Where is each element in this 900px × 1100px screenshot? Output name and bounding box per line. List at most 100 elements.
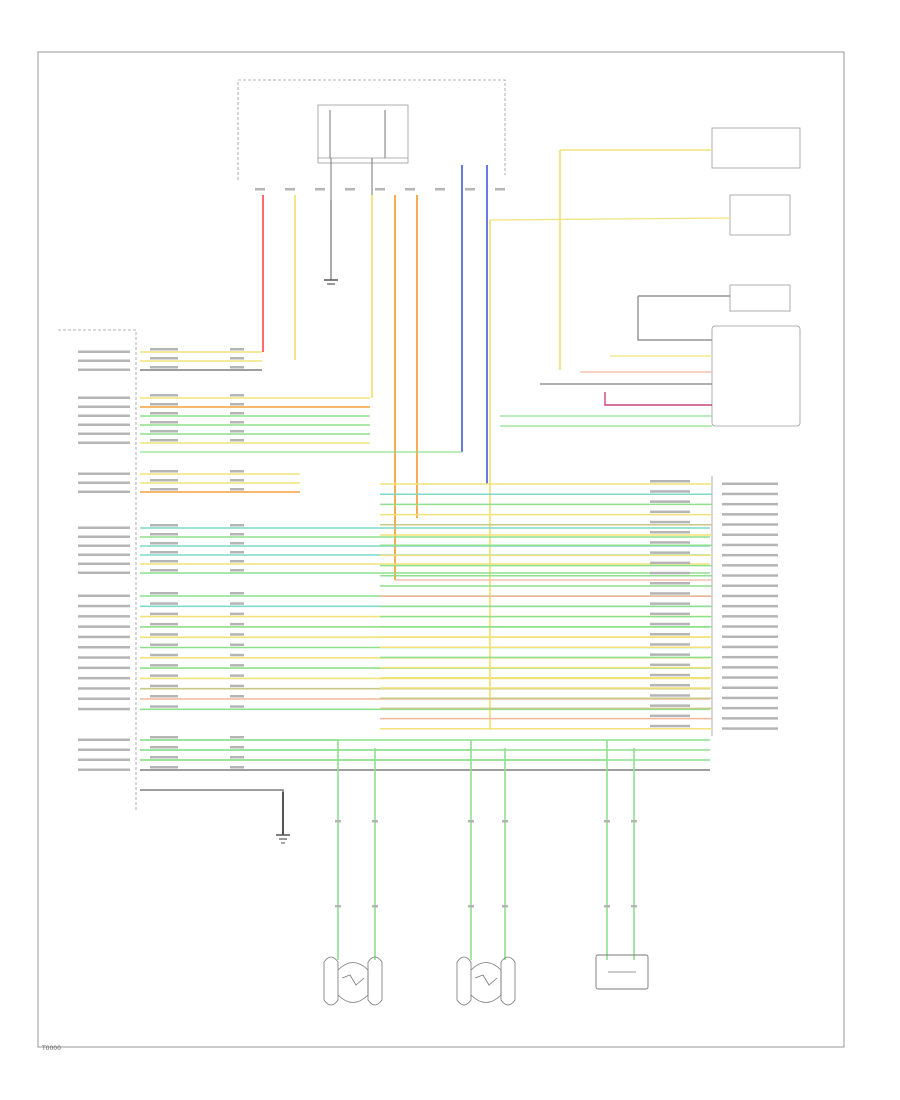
left-circuit-label-1 — [150, 357, 178, 360]
right-pin-label-5 — [722, 533, 778, 536]
bottom-label-b-0-0 — [335, 905, 341, 908]
left-color-label-2 — [230, 366, 244, 369]
bottom-label-a-1-1 — [502, 820, 508, 823]
right-pin-label-19 — [722, 676, 778, 679]
right-pin-label-9 — [722, 574, 778, 577]
left-circuit-label-12 — [150, 524, 178, 527]
right-pin-label-13 — [722, 615, 778, 618]
relay-connector-box — [711, 127, 801, 169]
right-pin-label-4 — [722, 523, 778, 526]
switch-connector-box — [729, 284, 791, 312]
right-circuit-label-19 — [650, 673, 690, 677]
bottom-wire-bundle — [140, 739, 637, 960]
left-circuit-label-27 — [150, 684, 178, 688]
left-pin-label-28 — [78, 697, 130, 700]
top-pin-label-7 — [465, 188, 475, 191]
shifter-assembly-box — [711, 325, 801, 427]
right-circuit-label-12 — [650, 602, 690, 605]
left-circuit-label-9 — [150, 470, 178, 473]
left-color-label-1 — [230, 357, 244, 360]
left-circuit-label-31 — [150, 746, 178, 749]
right-circuit-label-14 — [650, 622, 690, 626]
top-pin-label-0 — [255, 188, 265, 191]
right-circuit-label-0 — [650, 480, 690, 483]
right-circuit-label-24 — [650, 724, 690, 728]
right-circuit-label-17 — [650, 653, 690, 656]
left-color-label-10 — [230, 479, 244, 482]
ground-wire — [140, 789, 284, 795]
ground-symbol-top — [324, 200, 338, 285]
right-pin-label-17 — [722, 655, 778, 659]
left-circuit-label-18 — [150, 592, 178, 595]
vertical-wires — [140, 110, 731, 730]
right-circuit-label-5 — [650, 531, 690, 534]
left-color-label-5 — [230, 412, 244, 415]
left-color-label-32 — [230, 756, 244, 759]
left-circuit-label-15 — [150, 551, 178, 554]
left-pin-label-16 — [78, 562, 130, 565]
left-color-label-25 — [230, 664, 244, 667]
top-pin-label-4 — [375, 188, 385, 191]
left-circuit-label-21 — [150, 622, 178, 626]
left-pin-label-11 — [78, 490, 130, 493]
right-pin-label-1 — [722, 492, 778, 496]
left-pin-label-7 — [78, 432, 130, 435]
right-pin-label-21 — [722, 696, 778, 700]
right-circuit-label-9 — [650, 571, 690, 575]
left-pin-label-9 — [78, 472, 130, 475]
left-pin-label-5 — [78, 414, 130, 417]
top-pin-label-2 — [315, 188, 325, 191]
left-color-label-30 — [230, 736, 244, 739]
bottom-label-a-2-1 — [631, 820, 637, 823]
left-pin-label-17 — [78, 571, 130, 574]
left-circuit-label-23 — [150, 643, 178, 646]
left-color-label-14 — [230, 542, 244, 545]
bottom-label-b-2-1 — [631, 905, 637, 908]
right-circuit-label-6 — [650, 541, 690, 544]
right-pin-label-24 — [722, 727, 778, 730]
right-pin-label-20 — [722, 686, 778, 689]
left-color-label-15 — [230, 551, 244, 554]
left-circuit-label-33 — [150, 766, 178, 769]
pressure-feed-wire — [489, 217, 731, 221]
right-circuit-label-13 — [650, 612, 690, 616]
right-pin-label-23 — [722, 717, 778, 720]
left-color-label-31 — [230, 746, 244, 749]
left-pin-label-10 — [78, 481, 130, 484]
top-pin-label-3 — [345, 188, 355, 191]
right-pin-label-18 — [722, 666, 778, 669]
left-color-label-20 — [230, 612, 244, 616]
right-circuit-label-15 — [650, 633, 690, 636]
right-circuit-label-7 — [650, 551, 690, 554]
right-circuit-label-23 — [650, 714, 690, 718]
right-circuit-label-11 — [650, 592, 690, 595]
right-circuit-label-1 — [650, 490, 690, 493]
left-pin-label-3 — [78, 396, 130, 399]
fuse-box-outline — [237, 79, 506, 180]
right-circuit-label-22 — [650, 704, 690, 707]
right-circuit-label-18 — [650, 663, 690, 667]
left-pin-label-1 — [78, 359, 130, 362]
left-pin-label-4 — [78, 405, 130, 408]
pressure-sensor-box — [729, 194, 791, 236]
left-color-label-27 — [230, 684, 244, 688]
left-circuit-label-16 — [150, 560, 178, 563]
relay-box — [317, 104, 409, 164]
left-circuit-label-14 — [150, 542, 178, 545]
speed-sensor-2 — [456, 956, 516, 1006]
relay-internal — [329, 110, 386, 200]
left-circuit-label-6 — [150, 421, 178, 424]
ground-symbol — [276, 792, 290, 844]
right-pin-label-16 — [722, 645, 778, 649]
right-circuit-label-4 — [650, 520, 690, 524]
left-circuit-label-2 — [150, 366, 178, 369]
left-circuit-label-24 — [150, 653, 178, 657]
left-pin-label-32 — [78, 758, 130, 761]
left-pin-label-20 — [78, 615, 130, 618]
left-color-label-0 — [230, 348, 244, 351]
right-pin-label-15 — [722, 635, 778, 638]
left-circuit-label-17 — [150, 569, 178, 572]
left-circuit-label-5 — [150, 412, 178, 415]
left-color-label-3 — [230, 394, 244, 397]
top-pin-label-1 — [285, 188, 295, 191]
